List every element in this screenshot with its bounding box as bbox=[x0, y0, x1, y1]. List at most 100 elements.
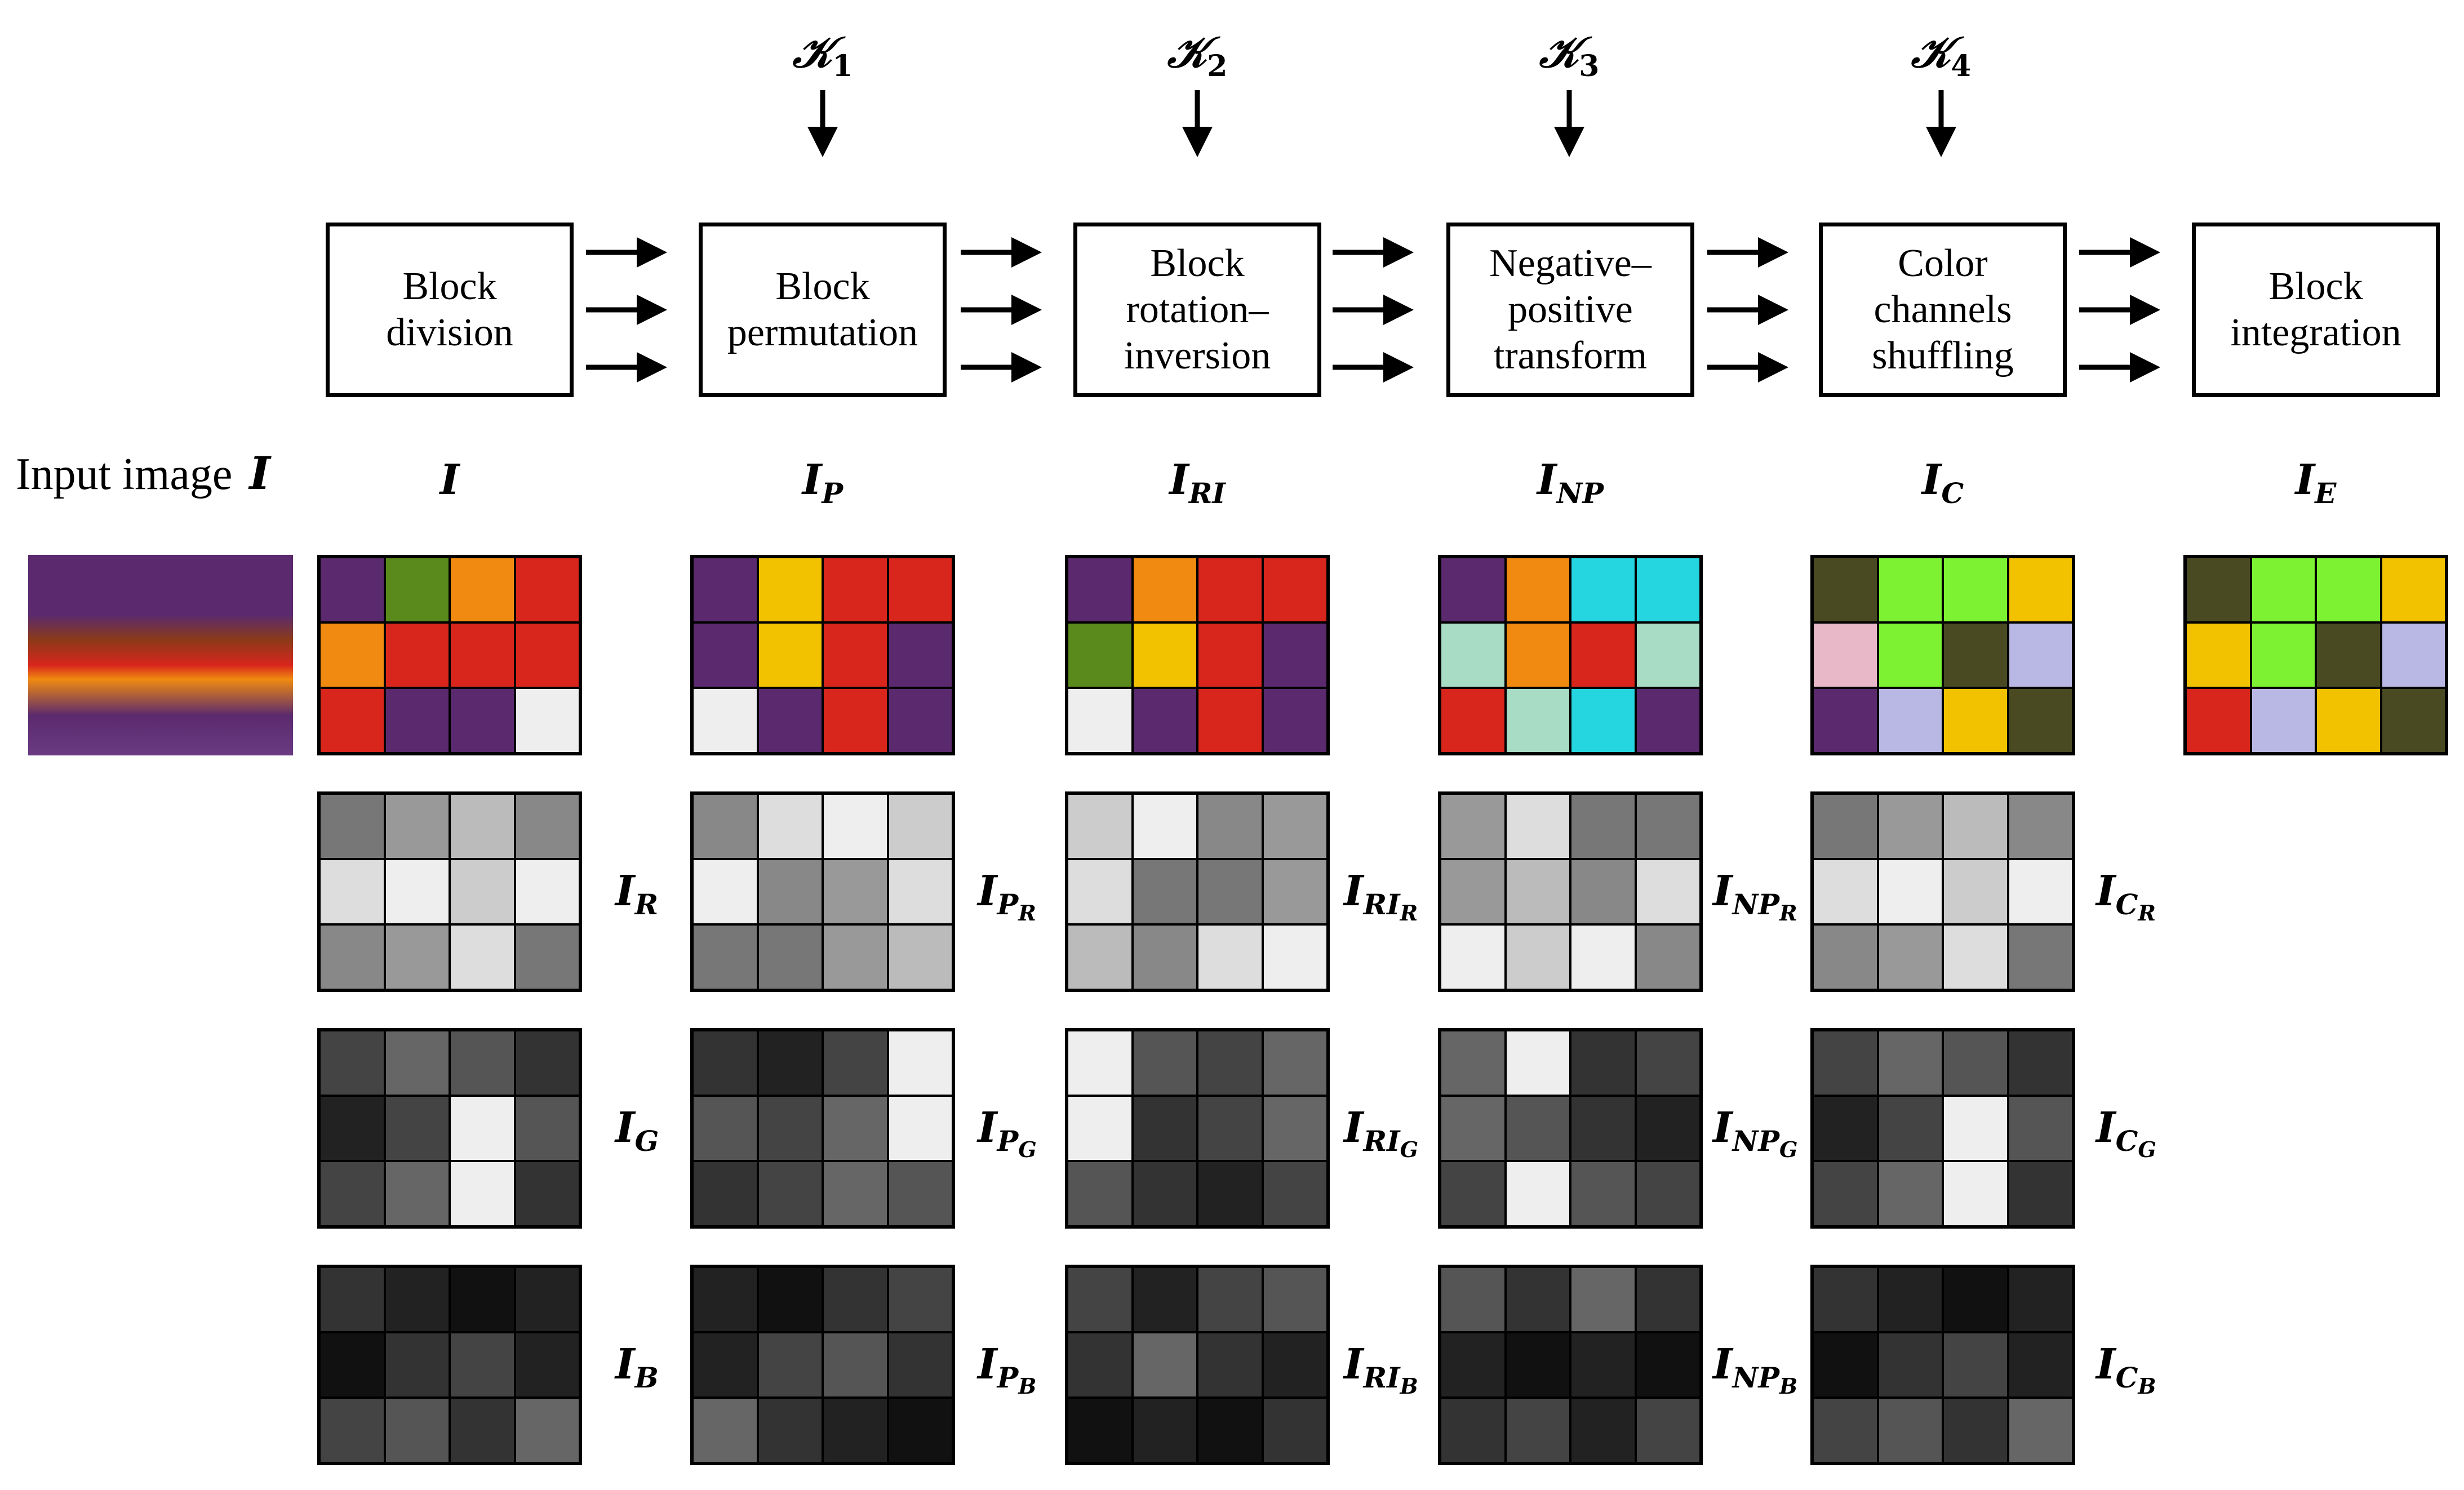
block-tile bbox=[1635, 1267, 1701, 1332]
block-tile bbox=[1943, 859, 2008, 924]
channel-block-grid bbox=[1810, 1265, 2075, 1465]
block-tile bbox=[823, 1332, 888, 1398]
block-tile bbox=[1262, 622, 1328, 688]
block-tile bbox=[1262, 1332, 1328, 1398]
channel-block-grid bbox=[1065, 1265, 1330, 1465]
block-tile bbox=[384, 688, 450, 753]
block-tile bbox=[1813, 1267, 1878, 1332]
block-tile bbox=[1505, 1398, 1570, 1463]
block-tile bbox=[1505, 557, 1570, 622]
block-tile bbox=[1262, 1030, 1328, 1096]
block-tile bbox=[757, 1267, 823, 1332]
block-tile bbox=[1813, 688, 1878, 753]
block-tile bbox=[1813, 859, 1878, 924]
block-tile bbox=[450, 557, 515, 622]
block-tile bbox=[1943, 924, 2008, 990]
channel-block-grid bbox=[1438, 1265, 1703, 1465]
block-tile bbox=[1132, 1332, 1197, 1398]
col-label-i: I bbox=[439, 456, 460, 504]
block-tile bbox=[1197, 688, 1263, 753]
block-tile bbox=[319, 557, 385, 622]
block-tile bbox=[2316, 622, 2381, 688]
block-tile bbox=[1197, 557, 1263, 622]
channel-block-grid bbox=[1810, 1028, 2075, 1229]
block-tile bbox=[450, 924, 515, 990]
block-tile bbox=[2381, 557, 2446, 622]
block-tile bbox=[1440, 1096, 1506, 1161]
color-block-grid bbox=[1438, 555, 1703, 755]
block-tile bbox=[384, 794, 450, 859]
block-tile bbox=[757, 688, 823, 753]
block-tile bbox=[1197, 1096, 1263, 1161]
block-tile bbox=[1635, 1096, 1701, 1161]
col-label-ic: IC bbox=[1921, 456, 1964, 510]
channel-label: IB bbox=[615, 1340, 659, 1394]
channel-block-grid bbox=[1810, 791, 2075, 992]
block-tile bbox=[1505, 859, 1570, 924]
box-block-division: Block division bbox=[326, 223, 574, 397]
block-tile bbox=[757, 859, 823, 924]
block-tile bbox=[1943, 1332, 2008, 1398]
key-3: 𝒦3 bbox=[1539, 27, 1600, 84]
block-tile bbox=[823, 688, 888, 753]
channel-block-grid bbox=[1438, 1028, 1703, 1229]
block-tile bbox=[1440, 1332, 1506, 1398]
block-tile bbox=[319, 622, 385, 688]
block-tile bbox=[692, 1332, 758, 1398]
key-2: 𝒦2 bbox=[1167, 27, 1228, 84]
block-tile bbox=[1813, 557, 1878, 622]
block-tile bbox=[2186, 622, 2251, 688]
input-photo bbox=[28, 555, 293, 755]
block-tile bbox=[514, 924, 580, 990]
block-tile bbox=[1067, 924, 1133, 990]
block-tile bbox=[1570, 1096, 1636, 1161]
channel-block-grid bbox=[317, 1265, 582, 1465]
block-tile bbox=[2316, 557, 2381, 622]
block-tile bbox=[1262, 1161, 1328, 1226]
block-tile bbox=[1067, 794, 1133, 859]
block-tile bbox=[1813, 1332, 1878, 1398]
block-tile bbox=[757, 924, 823, 990]
box-block-integration: Block integration bbox=[2192, 223, 2440, 397]
block-tile bbox=[1635, 622, 1701, 688]
block-tile bbox=[2008, 794, 2073, 859]
block-tile bbox=[2008, 1332, 2073, 1398]
channel-label: IPB bbox=[978, 1340, 1037, 1399]
block-tile bbox=[1262, 1267, 1328, 1332]
block-tile bbox=[1262, 557, 1328, 622]
stage-arrows bbox=[586, 237, 2160, 382]
color-block-grid bbox=[2183, 555, 2448, 755]
key-4: 𝒦4 bbox=[1911, 27, 1972, 84]
block-tile bbox=[2008, 1030, 2073, 1096]
channel-block-grid bbox=[1065, 1028, 1330, 1229]
block-tile bbox=[887, 557, 953, 622]
block-tile bbox=[1262, 1096, 1328, 1161]
block-tile bbox=[1570, 794, 1636, 859]
block-tile bbox=[514, 859, 580, 924]
channel-label: ICR bbox=[2096, 867, 2156, 926]
block-tile bbox=[692, 688, 758, 753]
block-tile bbox=[450, 1030, 515, 1096]
block-tile bbox=[450, 794, 515, 859]
channel-block-grid bbox=[1438, 791, 1703, 992]
block-tile bbox=[757, 1030, 823, 1096]
channel-label: IRIG bbox=[1344, 1104, 1419, 1162]
block-tile bbox=[1943, 794, 2008, 859]
block-tile bbox=[823, 794, 888, 859]
block-tile bbox=[1943, 1030, 2008, 1096]
block-tile bbox=[319, 1096, 385, 1161]
block-tile bbox=[1877, 557, 1943, 622]
block-tile bbox=[514, 1161, 580, 1226]
block-tile bbox=[887, 1398, 953, 1463]
block-tile bbox=[1197, 1161, 1263, 1226]
channel-label: IPR bbox=[978, 867, 1036, 926]
block-tile bbox=[823, 859, 888, 924]
block-tile bbox=[757, 1161, 823, 1226]
block-tile bbox=[692, 1161, 758, 1226]
block-tile bbox=[1505, 1267, 1570, 1332]
block-tile bbox=[2186, 557, 2251, 622]
block-tile bbox=[319, 1161, 385, 1226]
block-tile bbox=[319, 1398, 385, 1463]
block-tile bbox=[2008, 622, 2073, 688]
block-tile bbox=[2381, 622, 2446, 688]
